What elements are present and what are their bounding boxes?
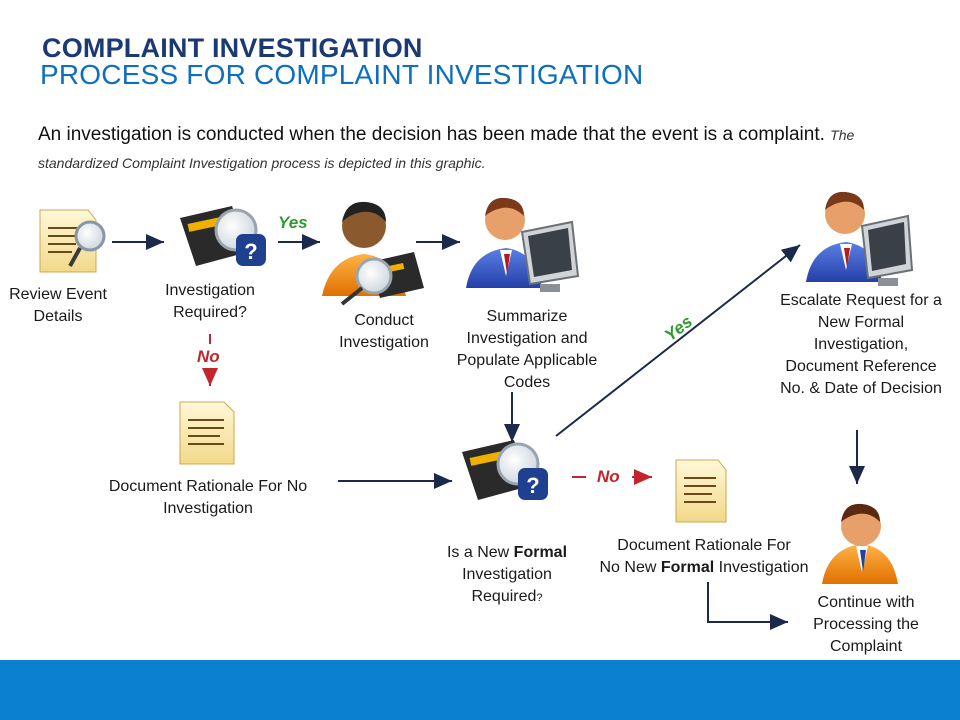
node-investigation-required: Investigation Required?: [165, 282, 255, 321]
arrow-newformal-yes-to-escalate: [555, 244, 801, 437]
edge-label-no: No: [197, 347, 220, 366]
node-review-event-details: Review Event Details: [9, 286, 107, 325]
page-title: COMPLAINT INVESTIGATION: [42, 33, 423, 63]
person-inspecting-device-icon: [322, 201, 424, 306]
label-part-bold: Formal: [513, 544, 568, 561]
document-icon: [179, 401, 235, 465]
node-document-no-new-formal-investigation: Document Rationale For No New Formal Inv…: [576, 535, 832, 579]
device-question-icon: ?: [180, 206, 266, 266]
node-conduct-investigation: Conduct Investigation: [339, 312, 429, 351]
svg-text:?: ?: [244, 239, 257, 264]
label-part: Is a New: [446, 544, 510, 561]
node-document-no-investigation: Document Rationale For No Investigation: [108, 478, 308, 517]
person-computer-icon: [806, 191, 914, 286]
intro-main: An investigation is conducted when the d…: [38, 124, 825, 145]
node-continue-processing: Continue with Processing the Complaint: [813, 594, 919, 655]
flowchart: ?: [39, 191, 914, 630]
node-escalate-request: Escalate Request for a New Formal Invest…: [780, 292, 942, 397]
label-part: No New: [599, 559, 657, 576]
document-magnifier-icon: [39, 209, 106, 273]
footer-band: [0, 660, 960, 720]
person-icon: [822, 503, 898, 584]
label-part: Document Rationale For: [617, 537, 791, 554]
intro-text: An investigation is conducted when the d…: [38, 121, 918, 177]
person-computer-icon: [466, 197, 580, 292]
svg-text:?: ?: [526, 473, 539, 498]
label-part: ?: [536, 592, 543, 604]
label-part-bold: Formal: [660, 559, 715, 576]
node-new-formal-investigation-required: Is a New Formal Investigation Required?: [430, 542, 584, 609]
label-part: Investigation Required: [462, 566, 552, 605]
node-summarize-investigation: Summarize Investigation and Populate App…: [456, 308, 598, 391]
intro-note: The standardized Complaint Investigation…: [38, 127, 855, 171]
edge-label-yes: Yes: [278, 213, 308, 232]
arrow-docnoformal-to-continue: [707, 582, 788, 630]
label-part: Investigation: [718, 559, 809, 576]
edge-label-no: No: [597, 467, 620, 486]
device-question-icon: ?: [462, 440, 548, 500]
document-icon: [675, 459, 727, 523]
page-subtitle: PROCESS FOR COMPLAINT INVESTIGATION: [40, 59, 644, 90]
